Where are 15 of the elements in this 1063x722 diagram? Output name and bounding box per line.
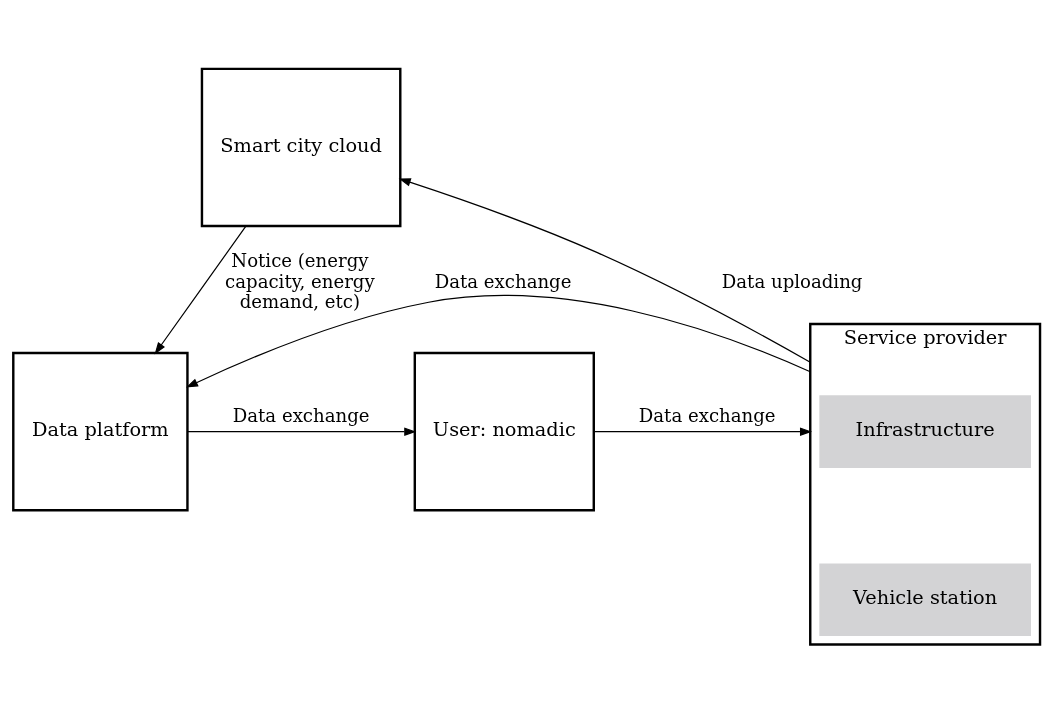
node-box: Infrastructure xyxy=(819,394,1031,468)
arrow xyxy=(185,294,811,388)
edge-label: Data exchange xyxy=(232,404,370,426)
arrow xyxy=(154,225,247,354)
arrow xyxy=(593,426,813,436)
node-box: Smart city cloud xyxy=(200,67,402,227)
arrow xyxy=(186,426,417,436)
arrow xyxy=(398,177,811,363)
node-box: Vehicle station xyxy=(819,562,1031,636)
edge-label: Data uploading xyxy=(721,270,863,292)
edge-label: Data exchange xyxy=(638,404,776,426)
node-box: Data platform xyxy=(12,351,189,511)
edge-label: Data exchange xyxy=(434,270,572,292)
node-box: User: nomadic xyxy=(413,351,595,511)
edge-label: Notice (energy capacity, energy demand, etc) xyxy=(225,249,375,312)
